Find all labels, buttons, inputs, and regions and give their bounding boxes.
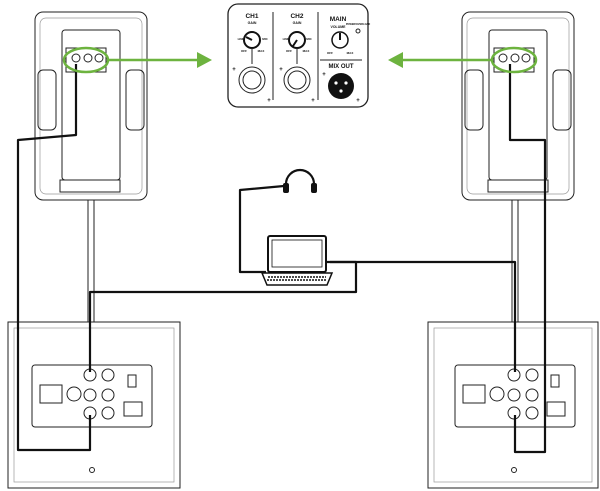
- left-subwoofer: [7, 321, 181, 489]
- laptop-icon: [260, 235, 334, 286]
- mix-out-label: MIX OUT: [329, 64, 354, 70]
- svg-text:+: +: [311, 98, 315, 104]
- highlight-right: [388, 46, 538, 74]
- svg-text:MIC: MIC: [262, 37, 268, 41]
- main-label: MAIN: [330, 16, 347, 23]
- svg-text:+: +: [232, 67, 236, 73]
- left-speaker: [34, 11, 148, 322]
- svg-text:MIC: MIC: [306, 37, 312, 41]
- svg-text:MAX: MAX: [303, 49, 310, 53]
- mix-out-xlr-connector-icon: [328, 73, 354, 99]
- svg-text:OFF: OFF: [286, 49, 292, 53]
- highlight-left: [62, 46, 212, 74]
- svg-text:+: +: [322, 72, 326, 78]
- svg-text:LINE: LINE: [283, 37, 290, 41]
- svg-text:MAX: MAX: [258, 49, 265, 53]
- headphones-icon: [283, 168, 317, 193]
- svg-text:LINE: LINE: [238, 37, 245, 41]
- main-volume-label: VOLUME: [331, 25, 347, 29]
- ch2-gain-label: GAIN: [293, 21, 302, 25]
- ch1-combo-jack-icon: [238, 66, 266, 94]
- svg-text:+: +: [279, 67, 283, 73]
- svg-text:+: +: [267, 98, 271, 104]
- control-panel-inset: CH1 GAIN LINE MIC OFF MAX + + CH2 GAIN LI…: [227, 3, 371, 108]
- ch2-label: CH2: [290, 13, 303, 20]
- right-speaker: [461, 11, 575, 322]
- svg-text:+: +: [356, 98, 360, 104]
- cables: [16, 64, 547, 454]
- ch1-label: CH1: [245, 13, 258, 20]
- svg-text:OFF: OFF: [241, 49, 247, 53]
- ch2-combo-jack-icon: [283, 66, 311, 94]
- power-led: [355, 28, 361, 34]
- ch1-gain-label: GAIN: [248, 21, 257, 25]
- right-subwoofer: [427, 321, 599, 489]
- svg-text:MAX: MAX: [347, 51, 354, 55]
- svg-text:OFF: OFF: [327, 51, 333, 55]
- power-overload-label: POWER/OVERLOAD: [346, 23, 371, 26]
